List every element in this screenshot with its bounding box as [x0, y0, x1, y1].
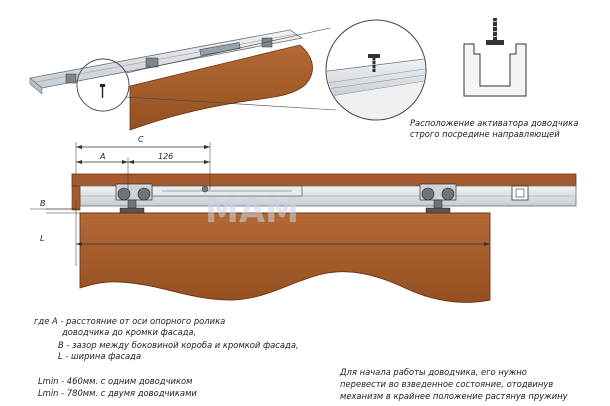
dim-label-b: B — [40, 199, 46, 208]
iso-roller-mid — [145, 57, 159, 68]
left-roller — [115, 183, 153, 214]
dim-label-l: L — [40, 234, 45, 243]
detail-circle-view — [325, 19, 427, 121]
dim-label-a: A — [100, 152, 106, 161]
isometric-view — [29, 27, 337, 131]
legend-line4: L - ширина фасада — [58, 351, 142, 361]
right-stopper — [511, 185, 529, 201]
iso-roller-left — [65, 73, 77, 84]
profile-screw-icon — [486, 18, 504, 45]
front-door — [79, 212, 491, 303]
legend-line1: где A - расстояние от оси опорного ролик… — [34, 316, 226, 326]
iso-roller-right — [261, 37, 273, 48]
legend-line2: доводчика до кромки фасада, — [62, 327, 197, 337]
dim-label-c: C — [138, 135, 144, 144]
note-line1: Для начала работы доводчика, его нужно — [340, 367, 527, 377]
rail-profile — [463, 18, 527, 97]
note-line2: перевести во взведенное состояние, отодв… — [340, 379, 554, 389]
iso-magnifier-circle — [76, 58, 130, 112]
note-line3: механизм в крайнее положение растянув пр… — [340, 391, 568, 401]
iso-rail-side — [29, 77, 43, 95]
legend-line3: B - зазор между боковиной короба и кромк… — [58, 340, 299, 350]
screw-icon — [100, 84, 105, 98]
activator-caption-line2: строго посредине направляющей — [410, 129, 560, 139]
activator-caption-line1: Расположение активатора доводчика — [410, 118, 579, 128]
front-view: MAM — [30, 142, 577, 303]
iso-door — [129, 44, 313, 131]
lmin-line2: Lmin - 780мм. с двумя доводчиками — [38, 388, 197, 398]
right-roller — [419, 183, 457, 214]
dim-label-126: 126 — [158, 152, 174, 161]
watermark: MAM — [205, 191, 299, 231]
lmin-line1: Lmin - 460мм. с одним доводчиком — [38, 376, 193, 386]
detail-screw-icon — [368, 54, 380, 72]
